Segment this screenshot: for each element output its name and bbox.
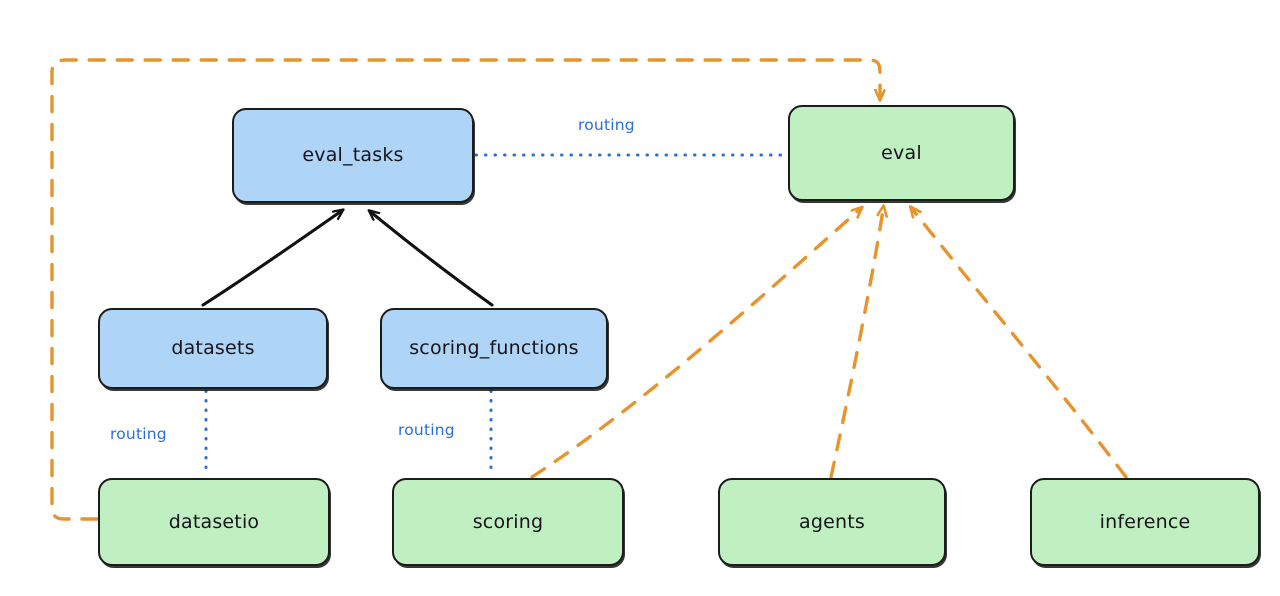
edge-label-routing-scoring-functions-scoring: routing (398, 421, 455, 439)
edge-label-routing-datasets-datasetio: routing (110, 425, 167, 443)
node-eval[interactable]: eval (788, 105, 1015, 201)
node-inference[interactable]: inference (1030, 478, 1260, 566)
edge-eval-to-datasetio-dependency (50, 58, 880, 521)
node-datasetio[interactable]: datasetio (98, 478, 330, 566)
node-label: eval_tasks (302, 144, 404, 167)
edge-inference-to-eval-dependency (913, 210, 1128, 479)
node-label: datasets (171, 337, 255, 360)
node-agents[interactable]: agents (718, 478, 946, 566)
node-label: datasetio (168, 510, 260, 533)
edge-scoring-functions-to-eval-tasks (372, 213, 494, 307)
edge-datasets-to-eval-tasks (201, 212, 340, 307)
node-label: eval (881, 141, 922, 164)
node-label: agents (799, 510, 865, 533)
node-label: scoring_functions (409, 337, 579, 360)
node-eval-tasks[interactable]: eval_tasks (232, 108, 474, 203)
node-scoring-functions[interactable]: scoring_functions (380, 308, 608, 389)
edge-agents-to-eval-dependency (829, 210, 883, 479)
node-scoring[interactable]: scoring (392, 478, 624, 566)
edge-label-routing-eval-tasks-eval: routing (578, 116, 635, 134)
node-datasets[interactable]: datasets (98, 308, 328, 389)
edge-scoring-to-eval-dependency (530, 210, 859, 479)
node-label: scoring (472, 510, 544, 533)
node-label: inference (1099, 510, 1191, 533)
